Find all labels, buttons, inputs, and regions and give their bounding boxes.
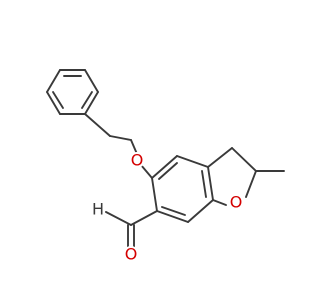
bond-cho-to-h — [105, 211, 132, 226]
double-bond-inner — [81, 91, 93, 109]
atom-ether-oxygen: O — [129, 151, 145, 170]
double-bond-inner — [161, 206, 186, 216]
bond — [151, 155, 178, 179]
bond — [46, 91, 61, 115]
atom-ring-oxygen: O — [228, 193, 244, 212]
bond — [46, 69, 61, 93]
bond — [151, 177, 158, 212]
double-bond-inner — [52, 91, 64, 109]
bond — [207, 147, 233, 168]
atom-aldehyde-hydrogen: H — [91, 200, 105, 219]
bond — [156, 210, 189, 223]
double-bond-inner — [158, 162, 178, 180]
benzofuran-aromatic-ring — [151, 155, 214, 223]
carbonyl-oxygen-label: O — [125, 245, 138, 264]
bond — [245, 170, 257, 198]
bond-ring-to-ch2 — [84, 113, 111, 137]
double-bond-inner — [201, 170, 207, 198]
bond-o-up — [130, 139, 138, 155]
bond — [231, 147, 257, 172]
bond — [207, 166, 214, 201]
bond-ring-to-cho — [130, 210, 158, 226]
structure-canvas: O O O H — [46, 69, 285, 264]
phenyl-ring — [46, 69, 99, 115]
atom-carbonyl-oxygen: O — [123, 245, 139, 264]
bond — [84, 91, 99, 115]
ring-oxygen-label: O — [230, 193, 243, 212]
ether-oxygen-label: O — [131, 151, 144, 170]
bond — [84, 69, 99, 93]
aldehyde-hydrogen-label: H — [92, 200, 104, 219]
molecule-diagram: O O O H — [46, 69, 285, 264]
bond — [212, 199, 227, 206]
bond — [187, 199, 214, 223]
bond-o-to-ring — [140, 164, 153, 179]
bond-ch2-to-o — [109, 135, 132, 141]
bond — [176, 155, 209, 168]
dihydrofuran-ring — [207, 147, 257, 206]
